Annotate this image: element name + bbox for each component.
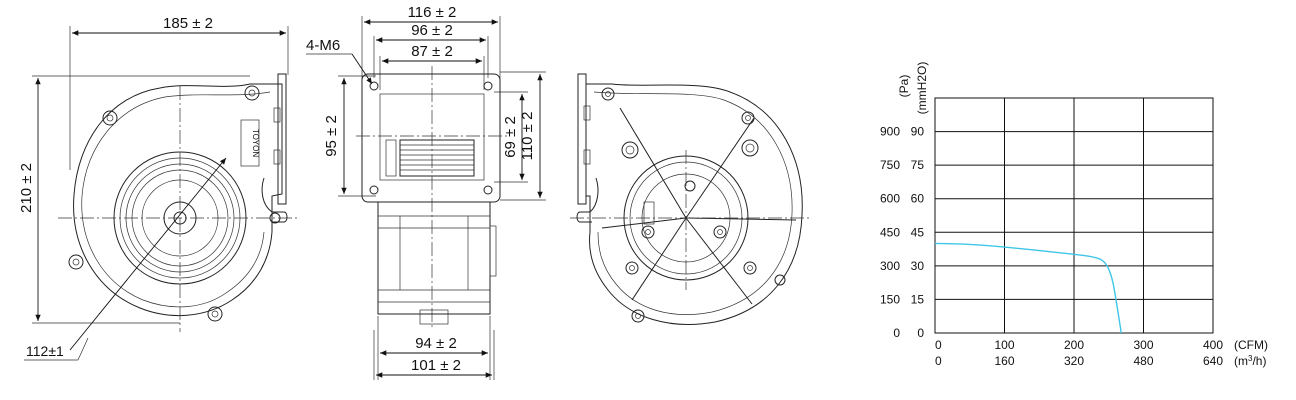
x-tick-cfm: 200 [1064, 338, 1084, 352]
front-label-text: TOYON [251, 129, 260, 158]
y-tick-mmh2o: 75 [911, 158, 925, 172]
y-tick-pa: 600 [880, 192, 900, 206]
front-diameter-dim: 112±1 [26, 343, 64, 359]
y-tick-pa: 750 [880, 158, 900, 172]
side-outlet-grille [385, 139, 475, 177]
rear-bosses [601, 87, 786, 323]
rear-view [570, 73, 810, 325]
side-bottom-inner: 94 ± 2 [415, 335, 457, 352]
y-tick-mmh2o: 45 [911, 225, 925, 239]
side-mount-width: 96 ± 2 [411, 22, 453, 39]
x-unit-m3h: (m3/h) [1234, 354, 1266, 368]
y-label-pa: (Pa) [897, 75, 911, 98]
y-tick-mmh2o: 90 [911, 125, 925, 139]
chart-x-ticks: 0 0 100 160 200 320 300 480 400 640 [935, 338, 1223, 368]
y-tick-pa: 0 [893, 326, 900, 340]
y-tick-pa: 300 [880, 259, 900, 273]
rear-housing-outline [585, 83, 803, 325]
side-overall-width: 116 ± 2 [408, 4, 457, 21]
chart-grid [934, 97, 1214, 334]
front-housing-outline [73, 83, 283, 317]
rear-flange [577, 73, 587, 205]
side-bottom-outer: 101 ± 2 [411, 357, 461, 374]
x-tick-m3h: 480 [1133, 354, 1153, 368]
x-tick-cfm: 400 [1203, 338, 1223, 352]
x-tick-cfm: 300 [1133, 338, 1153, 352]
screw-callout: 4-M6 [306, 37, 340, 54]
y-tick-pa: 900 [880, 125, 900, 139]
side-left-height: 95 ± 2 [323, 115, 340, 157]
front-width-dim: 185 ± 2 [163, 15, 213, 32]
front-height-dim: 210 ± 2 [18, 163, 35, 213]
chart-y-ticks: 0 0 150 15 300 30 450 45 600 60 750 75 900 90 [880, 125, 924, 340]
chart-series [934, 242, 1122, 334]
x-tick-m3h: 160 [994, 354, 1014, 368]
toyon-label-plate [240, 119, 260, 167]
x-tick-m3h: 0 [935, 354, 942, 368]
side-height-inner: 69 ± 2 [502, 116, 519, 158]
y-label-mmh2o: (mmH2O) [915, 62, 929, 115]
front-mount-bosses [68, 85, 281, 322]
x-tick-cfm: 100 [994, 338, 1014, 352]
pq-curve [934, 242, 1122, 334]
y-tick-mmh2o: 15 [911, 292, 925, 306]
x-tick-m3h: 640 [1203, 354, 1223, 368]
x-tick-m3h: 320 [1064, 354, 1084, 368]
x-unit-cfm: (CFM) [1234, 338, 1268, 352]
side-motor-body [377, 201, 497, 325]
front-flange [277, 73, 287, 205]
side-inner-width: 87 ± 2 [411, 43, 453, 60]
x-tick-cfm: 0 [935, 338, 942, 352]
y-tick-mmh2o: 30 [911, 259, 925, 273]
side-height-outer: 110 ± 2 [519, 112, 536, 161]
side-mount-plate [361, 73, 501, 203]
front-view: 185 ± 2 210 ± 2 TOYON [18, 15, 298, 361]
y-tick-pa: 450 [880, 225, 900, 239]
y-tick-mmh2o: 0 [917, 326, 924, 340]
side-view: 116 ± 2 96 ± 2 87 ± 2 4-M6 95 ± 2 69 ± 2… [306, 4, 546, 380]
y-tick-pa: 150 [880, 292, 900, 306]
y-tick-mmh2o: 60 [911, 192, 925, 206]
